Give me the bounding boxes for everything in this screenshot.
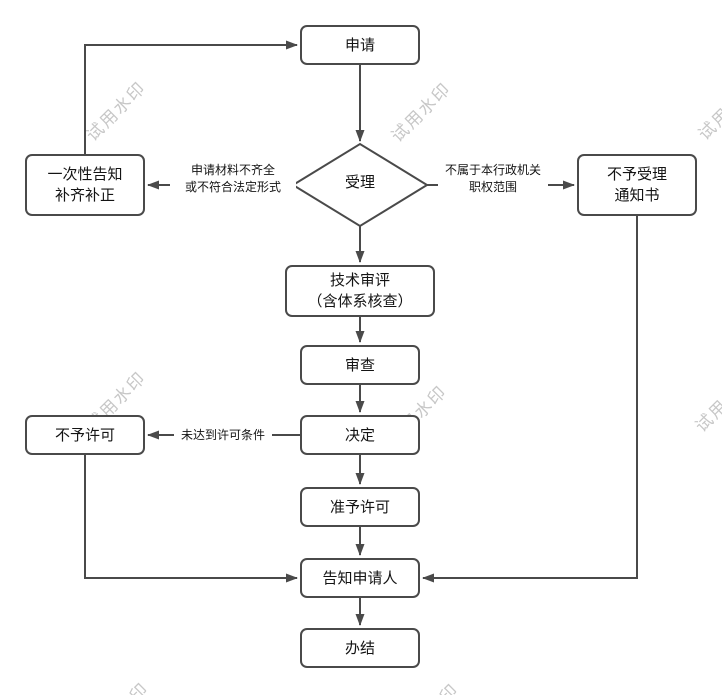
edge-notify-apply xyxy=(84,40,298,154)
node-label: 准予许可 xyxy=(329,498,390,516)
edge-deny-inform xyxy=(84,455,298,583)
node-examine: 审查 xyxy=(300,345,420,385)
edge-label-materials-incomplete: 申请材料不齐全 或不符合法定形式 xyxy=(170,162,296,196)
edge-label-line2: 或不符合法定形式 xyxy=(184,180,281,194)
node-label: 受理 xyxy=(344,174,375,191)
node-decide: 决定 xyxy=(300,415,420,455)
node-label-line2: 通知书 xyxy=(614,187,660,204)
node-label: 办结 xyxy=(344,639,375,657)
node-label: 告知申请人 xyxy=(322,569,398,587)
edge-label-not-in-jurisdiction: 不属于本行政机关 职权范围 xyxy=(438,162,548,196)
node-label: 申请 xyxy=(344,36,375,54)
node-complete: 办结 xyxy=(300,628,420,668)
node-label-line1: 一次性告知 xyxy=(47,166,123,183)
node-grant: 准予许可 xyxy=(300,487,420,527)
edge-label-line1: 申请材料不齐全 xyxy=(190,163,275,177)
node-label-line2: （含体系核查） xyxy=(307,293,413,310)
node-apply: 申请 xyxy=(300,25,420,65)
node-label: 不予许可 xyxy=(54,426,115,444)
edge-label-line: 未达到许可条件 xyxy=(180,428,265,442)
node-notify-supplement: 一次性告知 补齐补正 xyxy=(25,154,145,216)
node-reject-notice: 不予受理 通知书 xyxy=(577,154,697,216)
node-label: 决定 xyxy=(344,426,375,444)
edge-label-conditions-not-met: 未达到许可条件 xyxy=(174,427,272,444)
node-label-line2: 补齐补正 xyxy=(54,187,115,204)
node-accept: 受理 xyxy=(300,171,420,192)
node-tech-review: 技术审评 （含体系核查） xyxy=(285,265,435,317)
edge-label-line1: 不属于本行政机关 xyxy=(444,163,541,177)
decision-diamond xyxy=(291,142,429,228)
node-label: 审查 xyxy=(344,356,375,374)
edge-label-line2: 职权范围 xyxy=(468,180,517,194)
node-deny: 不予许可 xyxy=(25,415,145,455)
edge-reject-inform xyxy=(422,216,638,583)
node-label-line1: 技术审评 xyxy=(329,272,390,289)
node-inform-applicant: 告知申请人 xyxy=(300,558,420,598)
node-label-line1: 不予受理 xyxy=(606,166,667,183)
